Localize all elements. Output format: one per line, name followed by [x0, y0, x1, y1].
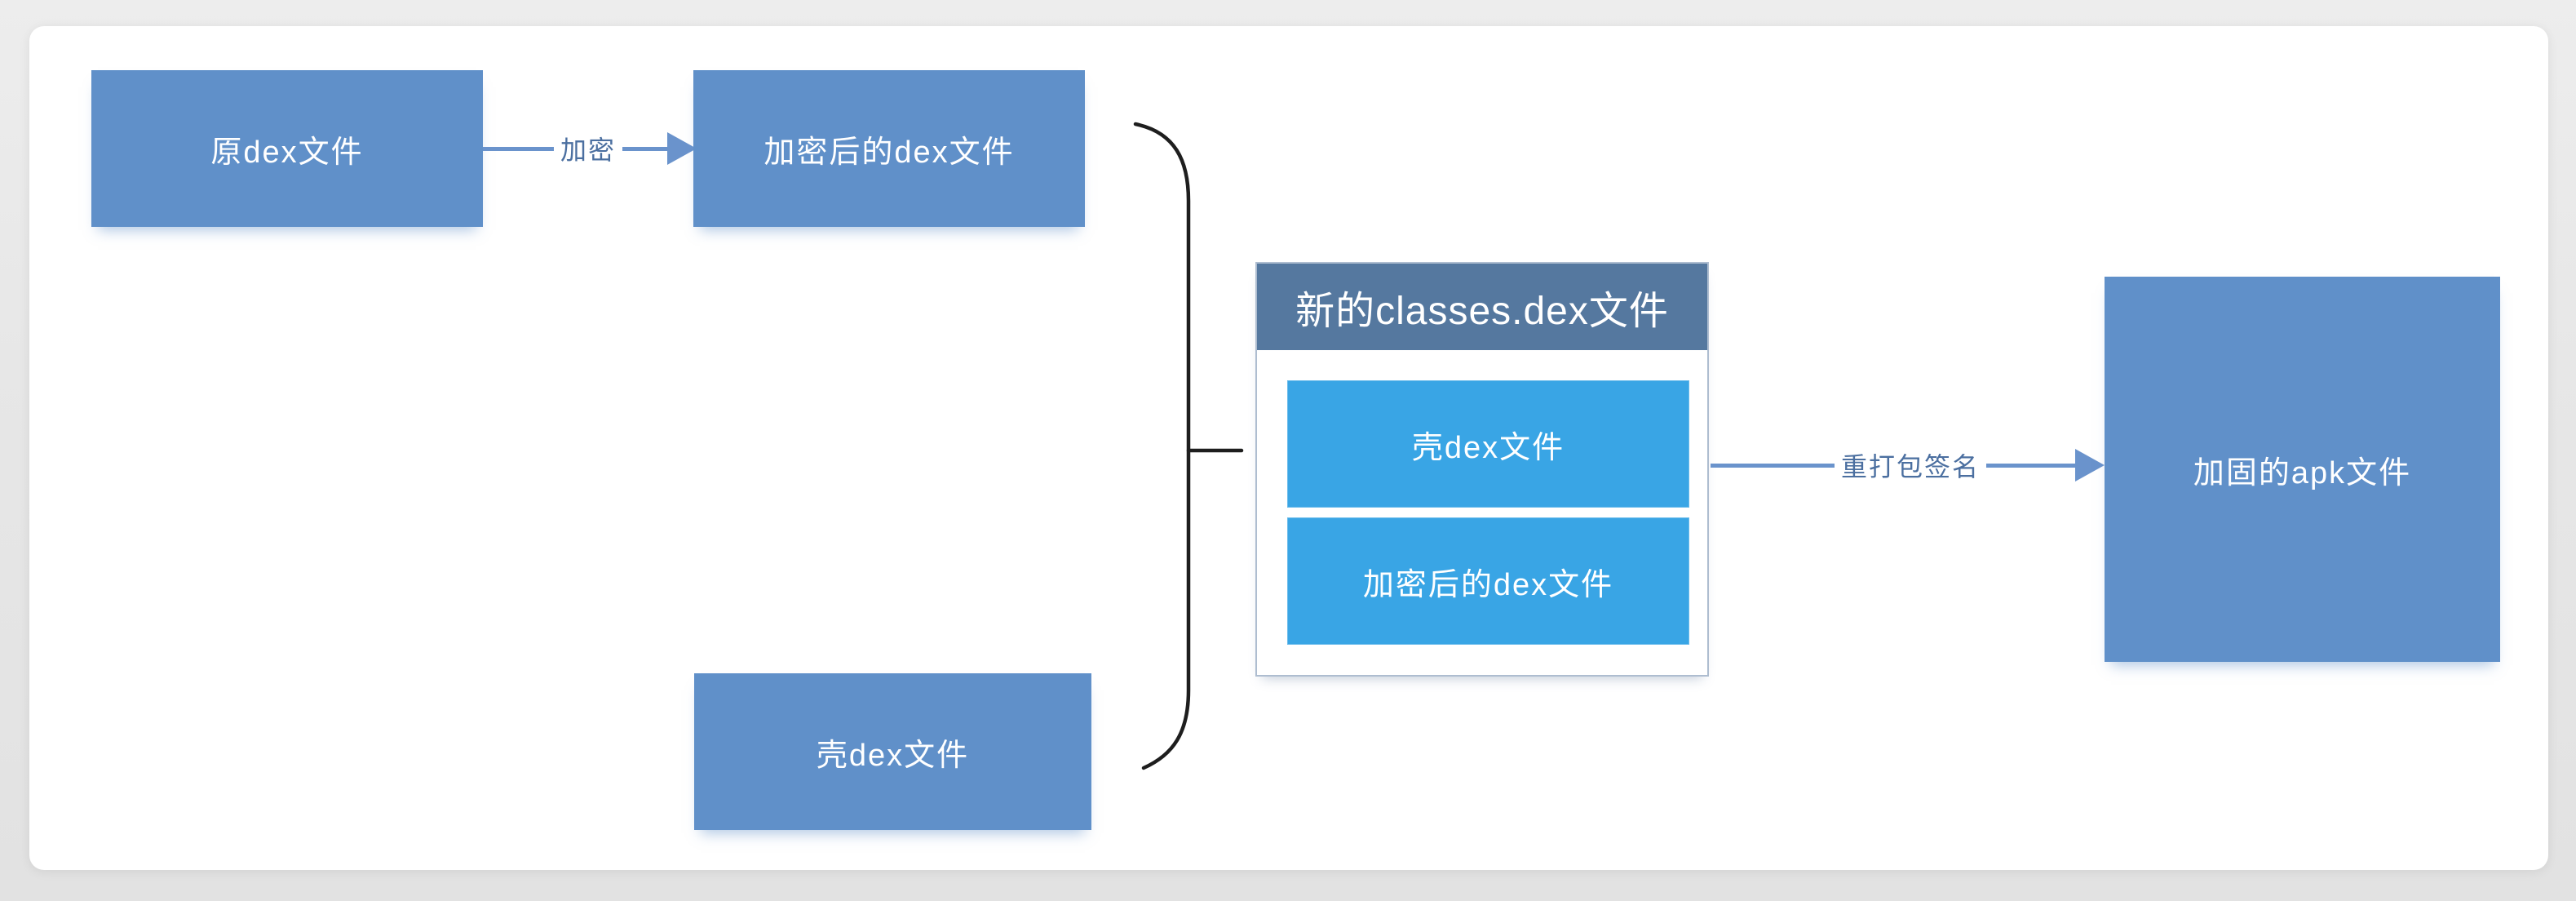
inner-node-shell-dex-label: 壳dex文件: [1411, 430, 1565, 465]
node-hardened-apk-label: 加固的apk文件: [2193, 455, 2412, 490]
inner-node-encrypted-dex-label: 加密后的dex文件: [1362, 567, 1614, 602]
node-encrypted-dex: 加密后的dex文件: [693, 70, 1085, 227]
edge-repack-arrowhead-icon: [2075, 449, 2105, 482]
edge-encrypt-arrowhead-icon: [667, 132, 697, 165]
container-new-classes-dex-header: 新的classes.dex文件: [1257, 264, 1707, 350]
node-original-dex: 原dex文件: [91, 70, 483, 227]
node-original-dex-label: 原dex文件: [210, 135, 364, 170]
node-encrypted-dex-label: 加密后的dex文件: [764, 135, 1015, 170]
container-new-classes-dex: 新的classes.dex文件 壳dex文件 加密后的dex文件: [1255, 262, 1709, 677]
container-new-classes-dex-title: 新的classes.dex文件: [1295, 290, 1669, 333]
inner-node-encrypted-dex: 加密后的dex文件: [1287, 517, 1689, 645]
diagram-card: 原dex文件 加密 加密后的dex文件 壳dex文件 新的classes.dex…: [29, 26, 2548, 870]
node-hardened-apk: 加固的apk文件: [2105, 277, 2500, 662]
node-shell-dex-label: 壳dex文件: [816, 738, 970, 773]
edge-encrypt-label: 加密: [553, 128, 623, 169]
edge-repack-label: 重打包签名: [1834, 445, 1987, 486]
inner-node-shell-dex: 壳dex文件: [1287, 380, 1689, 508]
node-shell-dex: 壳dex文件: [694, 673, 1091, 830]
